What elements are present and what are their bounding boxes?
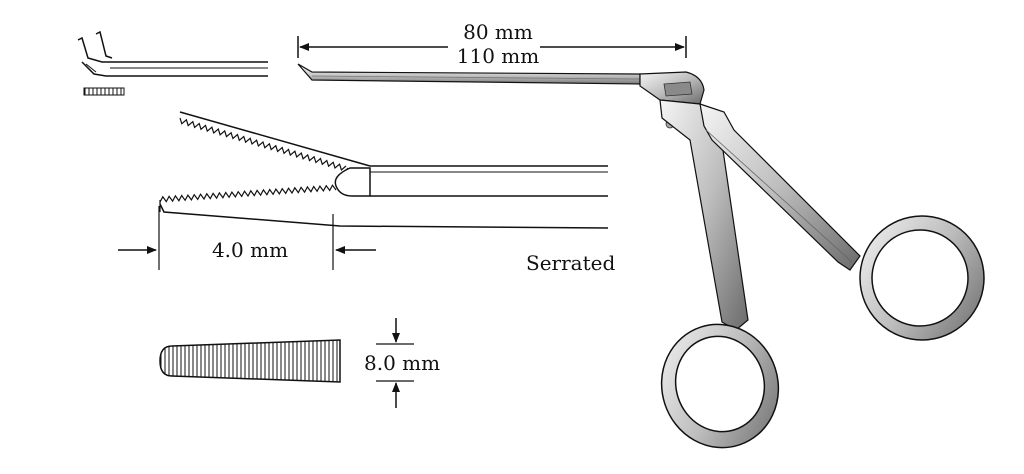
thumbnail-serration: [83, 87, 125, 96]
jaw-type-label: Serrated: [526, 251, 615, 275]
length-label-80: 80 mm: [463, 20, 533, 44]
jaw-width-dimension: [376, 318, 414, 408]
jaw-opening-label: 4.0 mm: [212, 238, 288, 262]
jaw-opening-dimension: [118, 206, 376, 270]
finger-ring-right: [859, 215, 985, 341]
length-dimension: [297, 36, 687, 58]
forceps-instrument: [297, 63, 985, 449]
jaw-top-view: [159, 339, 341, 383]
thumbnail-side-view: [77, 30, 268, 77]
length-label-110: 110 mm: [457, 44, 539, 68]
jaw-width-label: 8.0 mm: [364, 351, 440, 375]
finger-ring-bottom: [660, 323, 780, 449]
jaw-detail: [159, 111, 609, 229]
